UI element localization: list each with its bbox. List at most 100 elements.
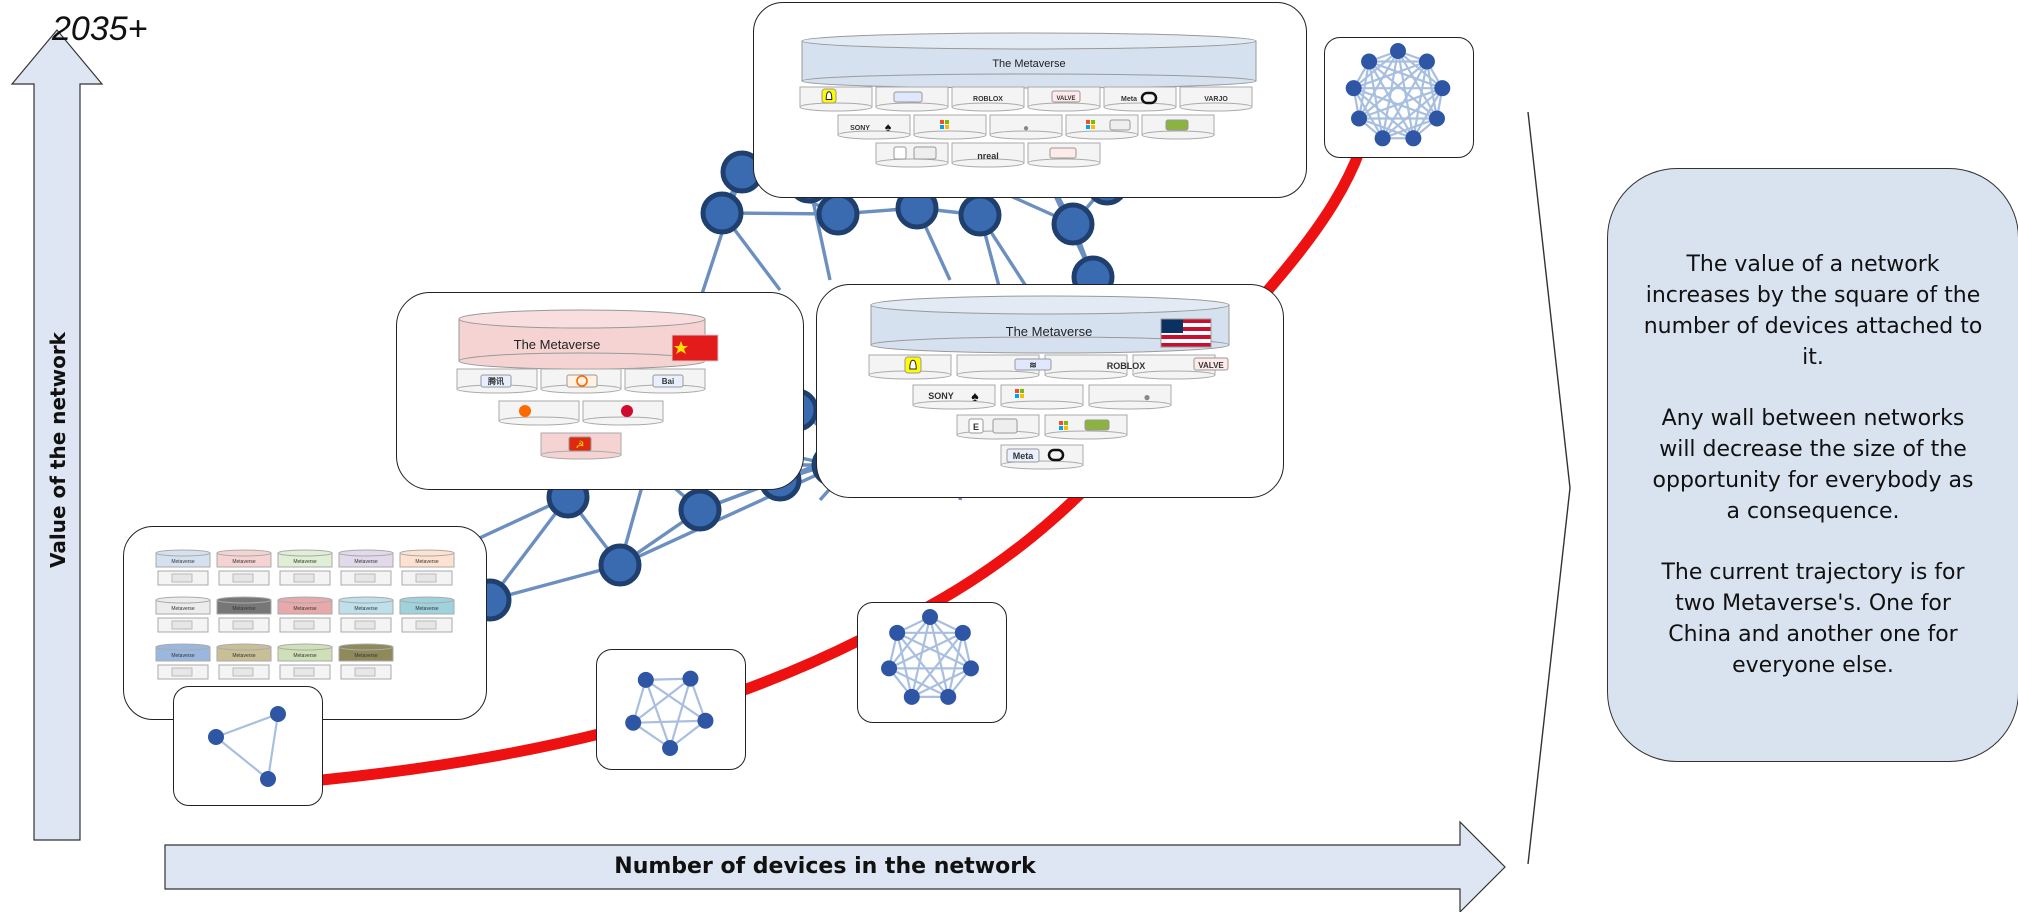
network-node <box>816 192 860 236</box>
mini-node <box>1428 110 1445 127</box>
mini-edge <box>1358 60 1428 120</box>
network-node <box>598 543 642 587</box>
stack-tile <box>913 114 987 140</box>
mini-edge <box>1352 87 1384 139</box>
mini-edge <box>644 679 672 749</box>
mini-edge <box>1412 87 1444 139</box>
playstation-icon: ♠ <box>971 388 979 404</box>
network-edge <box>489 563 621 602</box>
unity-icon <box>1109 119 1131 131</box>
global-stack-top <box>801 32 1257 89</box>
small-metaverse-label: Metaverse <box>415 606 439 612</box>
snapchat-icon <box>904 356 922 374</box>
flag-stripe <box>1161 327 1211 331</box>
huawei-icon <box>621 405 633 417</box>
mini-edge <box>1367 61 1384 139</box>
small-metaverse-label: Metaverse <box>354 559 378 565</box>
xiaomi-icon <box>519 405 531 417</box>
network-node <box>700 191 744 235</box>
snapchat-icon <box>821 88 837 104</box>
stack-tile <box>1103 86 1177 112</box>
small-metaverse-label: Metaverse <box>232 606 256 612</box>
baidu-icon <box>652 374 684 388</box>
mini-edge <box>633 719 706 724</box>
china-metaverse-title: The Metaverse <box>514 337 601 352</box>
small-metaverse-label: Metaverse <box>415 559 439 565</box>
mini-node <box>881 660 898 677</box>
valve-label: VALVE <box>1198 361 1224 370</box>
unity-icon <box>913 146 937 160</box>
valve-label: VALVE <box>1056 96 1075 102</box>
nvidia-icon <box>1084 419 1110 431</box>
network-node <box>678 488 722 532</box>
small-logo <box>171 667 193 677</box>
small-logo <box>171 573 193 583</box>
network-edge <box>698 171 744 301</box>
mini-network-3 <box>173 686 323 806</box>
small-metaverse: Metaverse <box>155 643 211 680</box>
mini-node <box>889 624 906 641</box>
playstation-icon: ♠ <box>885 120 892 134</box>
mini-edge <box>215 712 279 739</box>
mini-node <box>1345 80 1362 97</box>
mini-node <box>954 624 971 641</box>
small-metaverse-label: Metaverse <box>171 559 195 565</box>
small-metaverse: Metaverse <box>216 596 272 633</box>
small-metaverse-label: Metaverse <box>293 653 317 659</box>
mini-edge <box>888 616 931 670</box>
nreal-label: nreal <box>977 151 999 161</box>
small-metaverse-label: Metaverse <box>293 559 317 565</box>
stack-tile <box>989 114 1063 140</box>
mini-edge <box>215 736 269 780</box>
stack-tile <box>951 86 1025 112</box>
mini-node <box>637 671 654 688</box>
small-logo <box>232 573 254 583</box>
small-metaverse-label: Metaverse <box>232 559 256 565</box>
mini-edge <box>1357 61 1371 119</box>
small-metaverse: Metaverse <box>155 596 211 633</box>
small-metaverse-label: Metaverse <box>354 653 378 659</box>
mini-node <box>903 688 920 705</box>
mini-network-7 <box>857 602 1007 723</box>
mini-node <box>962 660 979 677</box>
explanation-paragraph-3: The current trajectory is for two Metave… <box>1661 560 1965 678</box>
mini-node <box>1434 80 1451 97</box>
divider-arrow <box>1527 111 1571 865</box>
microsoft-icon <box>1086 120 1095 129</box>
microsoft-icon <box>1059 421 1068 430</box>
apple-icon: ● <box>1023 123 1029 134</box>
flag-stripe <box>1161 331 1211 335</box>
microsoft-icon <box>1015 389 1024 398</box>
mini-edge <box>1425 61 1439 119</box>
small-metaverse-label: Metaverse <box>354 606 378 612</box>
baidu-label: Bai <box>662 377 674 386</box>
sony-label: SONY <box>928 391 954 401</box>
stack-tile <box>498 400 580 426</box>
mini-edge <box>1368 60 1443 90</box>
small-metaverse: Metaverse <box>277 643 333 680</box>
mini-edge <box>1368 60 1415 139</box>
small-logo <box>293 620 315 630</box>
epic-label: E <box>973 422 979 432</box>
oculus-icon <box>1140 91 1158 105</box>
meta-logo <box>1006 448 1040 463</box>
discord-label: ≋ <box>1029 360 1037 370</box>
mini-network-9 <box>1324 37 1474 158</box>
apple-icon: ● <box>1143 390 1150 404</box>
mini-edge <box>911 667 972 698</box>
mini-edge <box>1368 60 1438 120</box>
sony-label: SONY <box>850 125 870 132</box>
mini-edge <box>896 632 950 698</box>
mini-edge <box>669 678 692 749</box>
microsoft-icon <box>940 120 949 129</box>
alibaba-mark <box>576 375 588 387</box>
party-emblem-mark: ☭ <box>576 440 585 451</box>
tile-logo <box>1049 147 1077 159</box>
flag-stripe <box>1161 323 1211 327</box>
discord-icon <box>893 91 923 103</box>
growth-trajectory <box>316 144 1366 786</box>
small-metaverse-label: Metaverse <box>232 653 256 659</box>
small-logo <box>232 667 254 677</box>
